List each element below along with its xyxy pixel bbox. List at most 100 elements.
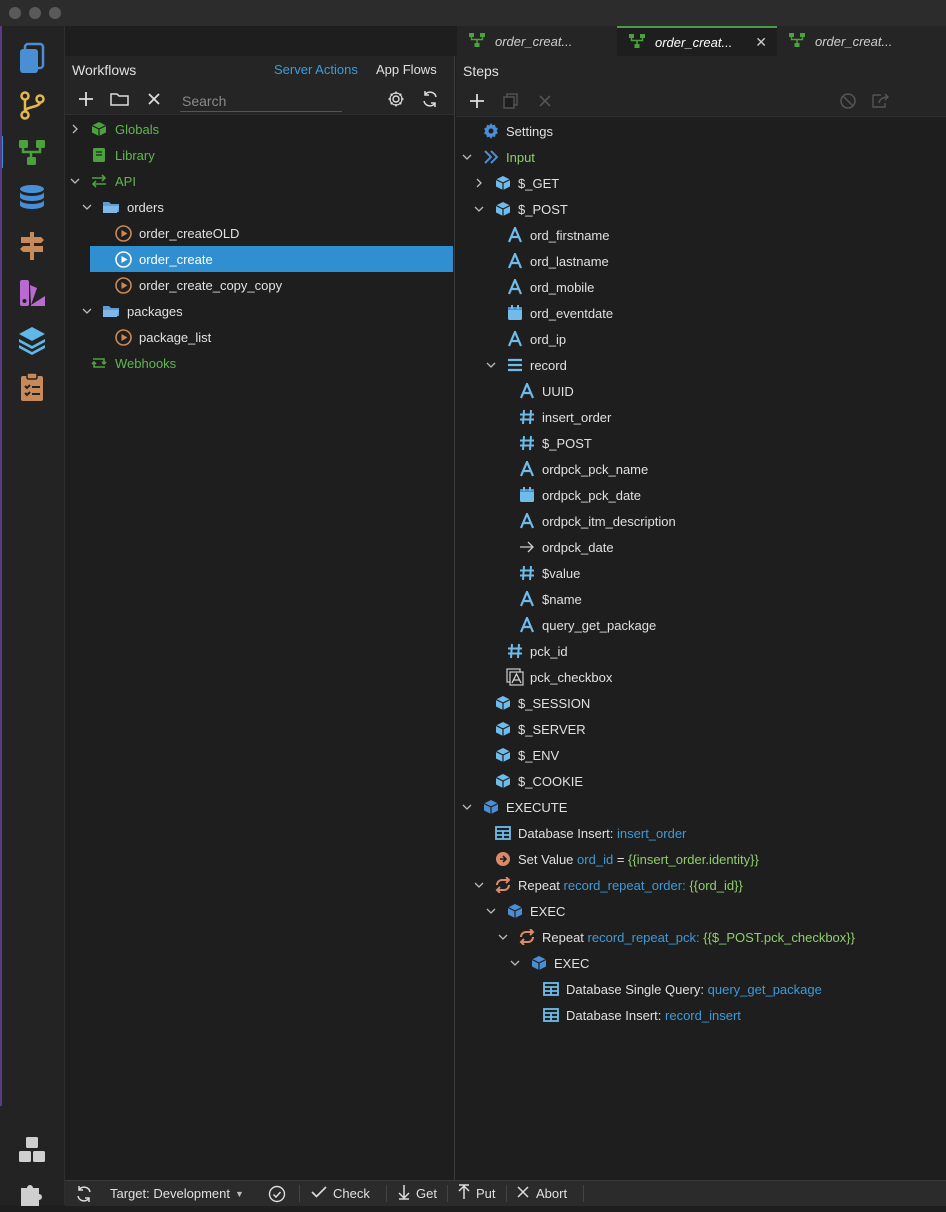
step-exec-2[interactable]: EXEC [456, 950, 946, 976]
tree-item-orders[interactable]: orders [65, 194, 454, 220]
chevron-down-icon[interactable] [69, 175, 81, 187]
tree-item-library[interactable]: Library [65, 142, 454, 168]
check-button[interactable]: Check [311, 1181, 370, 1206]
cube-icon [506, 902, 524, 920]
step-database-insert[interactable]: Database Insert: insert_order [456, 820, 946, 846]
workflows-icon[interactable] [0, 134, 50, 170]
step-database-single-query[interactable]: Database Single Query: query_get_package [456, 976, 946, 1002]
step-get[interactable]: $_GET [456, 170, 946, 196]
tree-item-order-create-copy-copy[interactable]: order_create_copy_copy [65, 272, 454, 298]
search-input[interactable] [180, 90, 342, 112]
calendar-icon [506, 304, 524, 322]
tree-item-packages[interactable]: packages [65, 298, 454, 324]
close-window-button[interactable] [9, 7, 21, 19]
record-field-ordpck-pck-date[interactable]: ordpck_pck_date [456, 482, 946, 508]
chevron-down-icon[interactable] [81, 305, 93, 317]
calendar-icon [518, 486, 536, 504]
step-repeat-order[interactable]: Repeat record_repeat_order: {{ord_id}} [456, 872, 946, 898]
disable-icon[interactable] [837, 91, 859, 111]
webhook-loop-icon [90, 354, 108, 372]
param-pck-id[interactable]: pck_id [456, 638, 946, 664]
tree-item-webhooks[interactable]: Webhooks [65, 350, 454, 376]
param-ord-firstname[interactable]: ord_firstname [456, 222, 946, 248]
tree-item-order-createOLD[interactable]: order_createOLD [65, 220, 454, 246]
tree-item-api[interactable]: API [65, 168, 454, 194]
extensions-boxes-icon[interactable] [14, 1132, 50, 1168]
tree-item-order-create[interactable]: order_create [90, 246, 453, 272]
copy-icon[interactable] [500, 91, 522, 111]
step-set-value[interactable]: Set Value ord_id = {{insert_order.identi… [456, 846, 946, 872]
step-session[interactable]: $_SESSION [456, 690, 946, 716]
server-actions-tab[interactable]: Server Actions [274, 62, 358, 77]
git-branch-icon[interactable] [14, 87, 50, 123]
param-ord-eventdate[interactable]: ord_eventdate [456, 300, 946, 326]
new-folder-icon[interactable] [109, 89, 131, 109]
chevron-down-icon[interactable] [461, 801, 473, 813]
abort-button[interactable]: Abort [517, 1181, 567, 1206]
sync-icon[interactable] [75, 1181, 93, 1206]
record-field-query-get-package[interactable]: query_get_package [456, 612, 946, 638]
chevron-down-icon[interactable] [81, 201, 93, 213]
target-selector[interactable]: Target: Development ▼ [110, 1181, 244, 1206]
tree-item-package-list[interactable]: package_list [65, 324, 454, 350]
chevron-down-icon[interactable] [473, 879, 485, 891]
param-pck-checkbox[interactable]: pck_checkbox [456, 664, 946, 690]
check-circle-icon[interactable] [268, 1181, 286, 1206]
record-field-name[interactable]: $name [456, 586, 946, 612]
param-ord-mobile[interactable]: ord_mobile [456, 274, 946, 300]
close-icon[interactable]: ✕ [755, 33, 767, 50]
step-repeat-pck[interactable]: Repeat record_repeat_pck: {{$_POST.pck_c… [456, 924, 946, 950]
routes-signpost-icon[interactable] [14, 228, 50, 264]
remove-step-icon[interactable] [534, 91, 556, 111]
param-ord-lastname[interactable]: ord_lastname [456, 248, 946, 274]
plugins-puzzle-icon[interactable] [14, 1176, 50, 1212]
chevron-down-icon[interactable] [461, 151, 473, 163]
step-env[interactable]: $_ENV [456, 742, 946, 768]
tab-order-create-3[interactable]: order_creat... [777, 26, 946, 56]
record-field-insert-order[interactable]: insert_order [456, 404, 946, 430]
database-icon[interactable] [14, 181, 50, 217]
step-cookie[interactable]: $_COOKIE [456, 768, 946, 794]
step-input[interactable]: Input [456, 144, 946, 170]
get-button[interactable]: Get [398, 1181, 437, 1206]
add-icon[interactable] [75, 89, 97, 109]
param-record[interactable]: record [456, 352, 946, 378]
tree-item-globals[interactable]: Globals [65, 116, 454, 142]
action-type: Database Single Query: [566, 981, 705, 997]
step-server[interactable]: $_SERVER [456, 716, 946, 742]
app-flows-tab[interactable]: App Flows [376, 62, 437, 77]
chevron-down-icon[interactable] [509, 957, 521, 969]
gear-icon[interactable] [385, 89, 407, 109]
refresh-icon[interactable] [419, 89, 441, 109]
chevron-down-icon[interactable] [473, 203, 485, 215]
step-post[interactable]: $_POST [456, 196, 946, 222]
pages-icon[interactable] [14, 40, 50, 76]
step-database-insert-record[interactable]: Database Insert: record_insert [456, 1002, 946, 1028]
chevron-down-icon[interactable] [485, 905, 497, 917]
export-icon[interactable] [871, 91, 893, 111]
record-field-ordpck-itm-description[interactable]: ordpck_itm_description [456, 508, 946, 534]
chevron-right-icon[interactable] [473, 177, 485, 189]
minimize-window-button[interactable] [29, 7, 41, 19]
record-field-post[interactable]: $_POST [456, 430, 946, 456]
tab-order-create-2[interactable]: order_creat... ✕ [617, 26, 777, 56]
tab-order-create-1[interactable]: order_creat... [457, 26, 617, 56]
step-exec-1[interactable]: EXEC [456, 898, 946, 924]
param-ord-ip[interactable]: ord_ip [456, 326, 946, 352]
step-execute[interactable]: EXECUTE [456, 794, 946, 820]
layers-icon[interactable] [14, 322, 50, 358]
chevron-right-icon[interactable] [69, 123, 81, 135]
delete-icon[interactable] [143, 89, 165, 109]
record-field-value[interactable]: $value [456, 560, 946, 586]
clipboard-tasks-icon[interactable] [14, 369, 50, 405]
record-field-ordpck-pck-name[interactable]: ordpck_pck_name [456, 456, 946, 482]
chevron-down-icon[interactable] [497, 931, 509, 943]
put-button[interactable]: Put [458, 1181, 496, 1206]
record-field-uuid[interactable]: UUID [456, 378, 946, 404]
add-step-icon[interactable] [466, 91, 488, 111]
step-settings[interactable]: Settings [456, 118, 946, 144]
design-swatches-icon[interactable] [14, 275, 50, 311]
chevron-down-icon[interactable] [485, 359, 497, 371]
record-field-ordpck-date[interactable]: ordpck_date [456, 534, 946, 560]
zoom-window-button[interactable] [49, 7, 61, 19]
